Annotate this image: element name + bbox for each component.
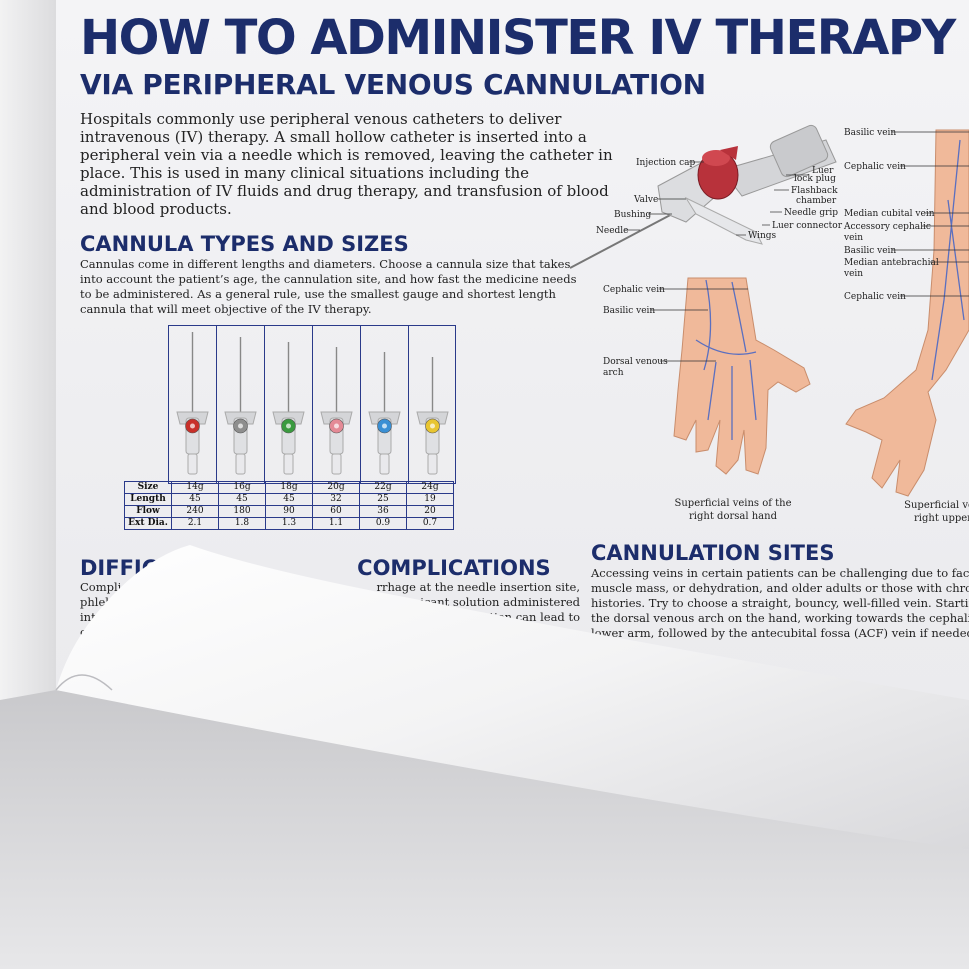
spec-cell: 1.8 bbox=[218, 517, 266, 530]
cannula-icon bbox=[320, 347, 353, 475]
label-valve: Valve bbox=[633, 195, 658, 205]
spec-cell: 0.7 bbox=[406, 517, 454, 530]
cannula-cell bbox=[169, 326, 217, 483]
label-dorsal-venous-arch: Dorsal venous bbox=[603, 357, 668, 367]
label-accessory-cephalic-2: vein bbox=[843, 233, 863, 243]
hand-labels: Cephalic vein Basilic vein Dorsal venous… bbox=[603, 285, 748, 378]
label-hand-basilic-vein: Basilic vein bbox=[603, 306, 655, 316]
label-arm-basilic-top: Basilic vein bbox=[844, 128, 896, 138]
cannula-icon bbox=[272, 342, 305, 475]
hand-caption: Superficial veins of the right dorsal ha… bbox=[658, 497, 808, 523]
anatomy-diagrams: Injection cap Valve Bushing Needle Luer … bbox=[569, 124, 969, 497]
label-luer-connector: Luer connector bbox=[772, 221, 843, 231]
hand-caption-line1: Superficial veins of the bbox=[674, 498, 792, 509]
label-flashback-2: chamber bbox=[796, 196, 837, 206]
label-wings: Wings bbox=[748, 231, 777, 241]
page-title: HOW TO ADMINISTER IV THERAPY bbox=[80, 10, 956, 66]
arm-caption-line1: Superficial veins o bbox=[904, 500, 969, 511]
label-hand-cephalic-vein: Cephalic vein bbox=[603, 285, 665, 295]
hand-caption-line2: right dorsal hand bbox=[689, 511, 777, 522]
cannula-icon bbox=[416, 357, 449, 475]
label-arm-cephalic-low: Cephalic vein bbox=[844, 292, 906, 302]
cannula-cell bbox=[217, 326, 265, 483]
cannula-icon bbox=[176, 332, 209, 475]
spec-row-label: Ext Dia. bbox=[124, 517, 172, 530]
spec-cell: 2.1 bbox=[171, 517, 219, 530]
label-luer-lock-plug: Luer bbox=[812, 166, 834, 176]
cannula-icon bbox=[368, 352, 401, 475]
cannula-cell bbox=[265, 326, 313, 483]
label-injection-cap: Injection cap bbox=[636, 158, 695, 168]
label-median-antebrachial: Median antebrachial bbox=[844, 258, 939, 268]
spec-cell: 0.9 bbox=[359, 517, 407, 530]
cannula-types-text: Cannulas come in different lengths and d… bbox=[80, 257, 577, 316]
dorsal-hand-illustration bbox=[673, 277, 811, 475]
label-bushing: Bushing bbox=[614, 210, 652, 220]
label-luer-lock-plug-2: lock plug bbox=[794, 174, 836, 184]
iv-cannula-illustration bbox=[569, 124, 837, 269]
cannula-types-heading: CANNULA TYPES AND SIZES bbox=[80, 232, 409, 256]
cannula-icon bbox=[224, 337, 257, 475]
poster: HOW TO ADMINISTER IV THERAPY VIA PERIPHE… bbox=[56, 0, 969, 969]
cannula-part-labels: Injection cap Valve Bushing Needle Luer … bbox=[596, 158, 843, 241]
label-median-cubital: Median cubital vein bbox=[844, 209, 935, 219]
label-dorsal-venous-arch-2: arch bbox=[603, 368, 624, 378]
arm-labels: Basilic vein Cephalic vein Median cubita… bbox=[843, 128, 969, 302]
cannula-cell bbox=[409, 326, 456, 483]
intro-paragraph: Hospitals commonly use peripheral venous… bbox=[80, 110, 613, 218]
spec-cell: 1.1 bbox=[312, 517, 360, 530]
label-arm-basilic-mid: Basilic vein bbox=[844, 246, 896, 256]
label-arm-cephalic-top: Cephalic vein bbox=[844, 162, 906, 172]
page-subtitle: VIA PERIPHERAL VENOUS CANNULATION bbox=[80, 68, 706, 101]
label-median-antebrachial-2: vein bbox=[843, 269, 863, 279]
label-flashback: Flashback bbox=[791, 186, 838, 196]
arm-caption: Superficial veins o right upper lin bbox=[876, 499, 969, 525]
label-needle: Needle bbox=[596, 226, 629, 236]
label-accessory-cephalic: Accessory cephalic bbox=[843, 222, 931, 232]
cannula-cell bbox=[361, 326, 409, 483]
arm-caption-line2: right upper lin bbox=[914, 513, 969, 524]
label-needle-grip: Needle grip bbox=[784, 208, 838, 218]
cannula-cell bbox=[313, 326, 361, 483]
upper-limb-illustration bbox=[845, 129, 969, 497]
